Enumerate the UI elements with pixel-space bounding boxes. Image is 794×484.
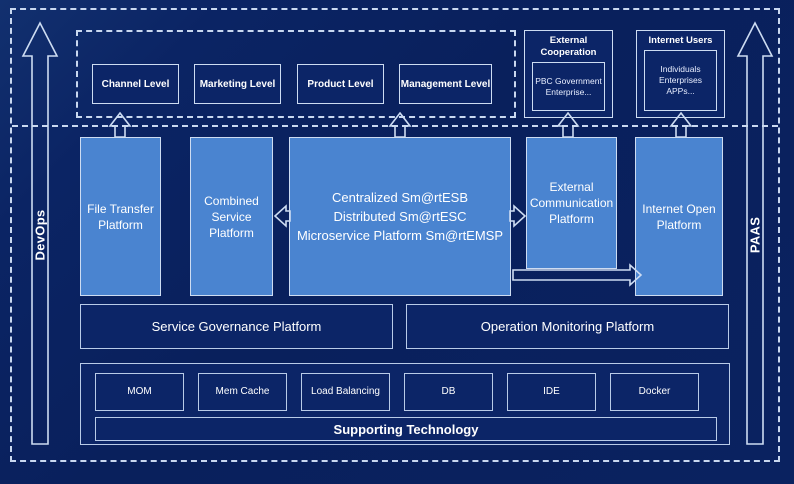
- business-level-group: [76, 30, 516, 118]
- level-box-product[interactable]: Product Level: [297, 64, 384, 104]
- service-governance-platform-label: Service Governance Platform: [151, 319, 322, 334]
- layer-divider-dashed-line: [12, 125, 778, 127]
- paas-arrow: PAAS: [735, 20, 775, 450]
- devops-label: DevOps: [32, 209, 48, 261]
- tech-box-load-balancing-label: Load Balancing: [311, 386, 380, 397]
- tech-box-mom[interactable]: MOM: [95, 373, 184, 411]
- external-cooperation-title: External Cooperation: [540, 35, 597, 58]
- level-box-management-label: Management Level: [400, 78, 491, 90]
- supporting-technology-frame: MOM Mem Cache Load Balancing DB IDE Dock…: [80, 363, 730, 445]
- file-transfer-platform[interactable]: File Transfer Platform: [80, 137, 161, 296]
- tech-box-db[interactable]: DB: [404, 373, 493, 411]
- supporting-technology-bar[interactable]: Supporting Technology: [95, 417, 717, 441]
- tech-box-docker-label: Docker: [638, 386, 671, 397]
- level-box-product-label: Product Level: [307, 78, 374, 90]
- paas-label: PAAS: [747, 216, 763, 254]
- file-transfer-platform-label: File Transfer Platform: [87, 201, 154, 232]
- esb-platform[interactable]: Centralized Sm@rtESB Distributed Sm@rtES…: [289, 137, 511, 296]
- level-box-channel-label: Channel Level: [101, 78, 170, 90]
- tech-box-ide-label: IDE: [543, 386, 560, 397]
- tech-box-docker[interactable]: Docker: [610, 373, 699, 411]
- level-box-channel[interactable]: Channel Level: [92, 64, 179, 104]
- tech-box-mem-cache-label: Mem Cache: [215, 386, 270, 397]
- outer-dashed-frame: [10, 8, 780, 462]
- combined-service-platform[interactable]: Combined Service Platform: [190, 137, 273, 296]
- esb-platform-label: Centralized Sm@rtESB Distributed Sm@rtES…: [296, 190, 504, 243]
- tech-box-load-balancing[interactable]: Load Balancing: [301, 373, 390, 411]
- internet-open-platform-label: Internet Open Platform: [642, 201, 716, 232]
- combined-service-platform-label: Combined Service Platform: [204, 193, 259, 240]
- internet-users-title: Internet Users: [648, 35, 713, 46]
- internet-users-detail: Individuals Enterprises APPs...: [644, 50, 717, 111]
- internet-open-platform[interactable]: Internet Open Platform: [635, 137, 723, 296]
- external-communication-platform-label: External Communication Platform: [529, 180, 614, 226]
- level-box-marketing[interactable]: Marketing Level: [194, 64, 281, 104]
- level-box-management[interactable]: Management Level: [399, 64, 492, 104]
- operation-monitoring-platform-label: Operation Monitoring Platform: [480, 319, 655, 334]
- devops-arrow: DevOps: [20, 20, 60, 450]
- internet-users-group[interactable]: Internet Users Individuals Enterprises A…: [636, 30, 725, 118]
- tech-box-db-label: DB: [441, 386, 456, 397]
- devops-arrow-shape: [21, 21, 59, 445]
- level-box-marketing-label: Marketing Level: [199, 78, 276, 90]
- service-governance-platform-bar[interactable]: Service Governance Platform: [80, 304, 393, 349]
- external-communication-platform[interactable]: External Communication Platform: [526, 137, 617, 269]
- supporting-technology-label: Supporting Technology: [333, 421, 479, 437]
- tech-box-mom-label: MOM: [127, 386, 152, 397]
- operation-monitoring-platform-bar[interactable]: Operation Monitoring Platform: [406, 304, 729, 349]
- paas-arrow-shape: [736, 21, 774, 445]
- tech-box-mem-cache[interactable]: Mem Cache: [198, 373, 287, 411]
- external-cooperation-group[interactable]: External Cooperation PBC Government Ente…: [524, 30, 613, 118]
- external-cooperation-detail: PBC Government Enterprise...: [532, 62, 605, 111]
- tech-box-ide[interactable]: IDE: [507, 373, 596, 411]
